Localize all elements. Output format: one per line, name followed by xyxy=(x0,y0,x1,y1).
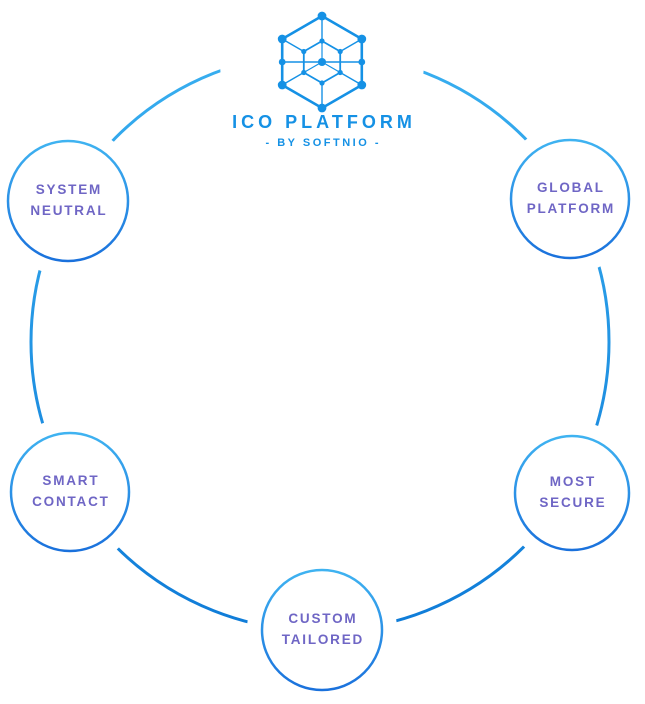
node-label-line: TAILORED xyxy=(281,632,365,647)
hexagon-network-icon xyxy=(277,11,367,113)
node-label-line: PLATFORM xyxy=(526,201,616,216)
node-label-line: GLOBAL xyxy=(537,180,605,195)
node-label-custom-tailored: CUSTOM TAILORED xyxy=(280,608,364,650)
node-label-line: MOST xyxy=(549,474,596,489)
node-label-line: CONTACT xyxy=(32,494,110,509)
node-circle-global-platform xyxy=(509,138,631,260)
node-label-line: SECURE xyxy=(539,495,607,510)
node-label-line: SYSTEM xyxy=(35,182,103,197)
brand-title: ICO PLATFORM xyxy=(232,112,416,132)
node-label-system-neutral: SYSTEM NEUTRAL xyxy=(29,179,108,221)
node-circle-system-neutral xyxy=(6,139,130,263)
node-label-line: NEUTRAL xyxy=(30,203,108,218)
brand-subtitle: - BY SOFTNIO - xyxy=(265,137,381,149)
node-label-line: SMART xyxy=(42,473,100,488)
node-label-line: CUSTOM xyxy=(288,611,358,626)
node-circle-most-secure xyxy=(513,434,631,552)
node-label-smart-contact: SMART CONTACT xyxy=(30,470,109,512)
brand-block: ICO PLATFORM - BY SOFTNIO - xyxy=(228,112,416,149)
node-label-most-secure: MOST SECURE xyxy=(538,471,607,513)
node-circle-smart-contact xyxy=(9,431,131,553)
node-label-global-platform: GLOBAL PLATFORM xyxy=(525,177,615,219)
node-circle-custom-tailored xyxy=(260,568,384,692)
